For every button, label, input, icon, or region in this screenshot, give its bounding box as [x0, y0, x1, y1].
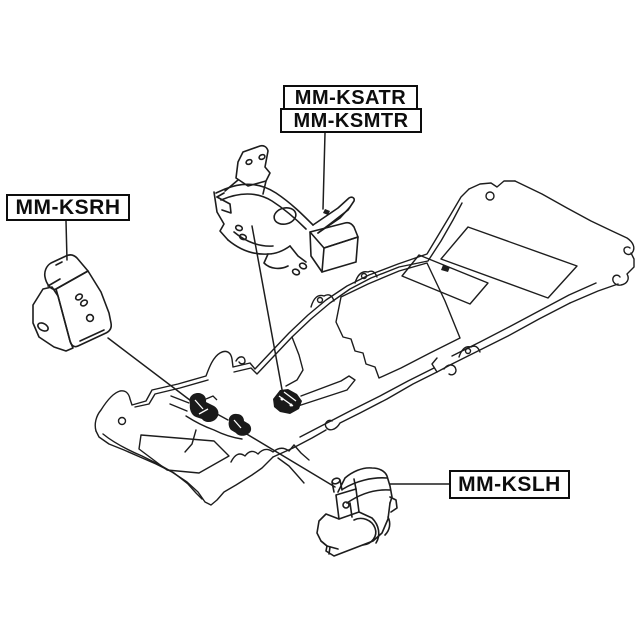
- part-label-mm-ksrh[interactable]: MM-KSRH: [6, 194, 130, 221]
- mount-location-rh: [189, 393, 219, 422]
- leader-ksmtr-to-bracket: [322, 132, 326, 210]
- leader-frame-to-lh-part: [239, 429, 336, 488]
- frame-mount-location-markers: [189, 389, 302, 436]
- engine-mount-lh-drawing: [316, 467, 398, 557]
- transmission-mount-bracket-drawing: [213, 144, 359, 276]
- part-label-mm-ksatr[interactable]: MM-KSATR: [283, 85, 418, 110]
- part-label-mm-ksmtr[interactable]: MM-KSMTR: [280, 108, 422, 133]
- engine-mount-rh-drawing: [32, 254, 113, 352]
- leader-ksrh-to-part: [65, 220, 68, 261]
- mount-location-mt: [273, 389, 302, 414]
- chassis-frame-drawing: [94, 180, 635, 506]
- mount-location-lh: [228, 413, 252, 436]
- leader-rh-part-to-frame: [107, 337, 200, 408]
- part-label-mm-kslh[interactable]: MM-KSLH: [449, 470, 570, 499]
